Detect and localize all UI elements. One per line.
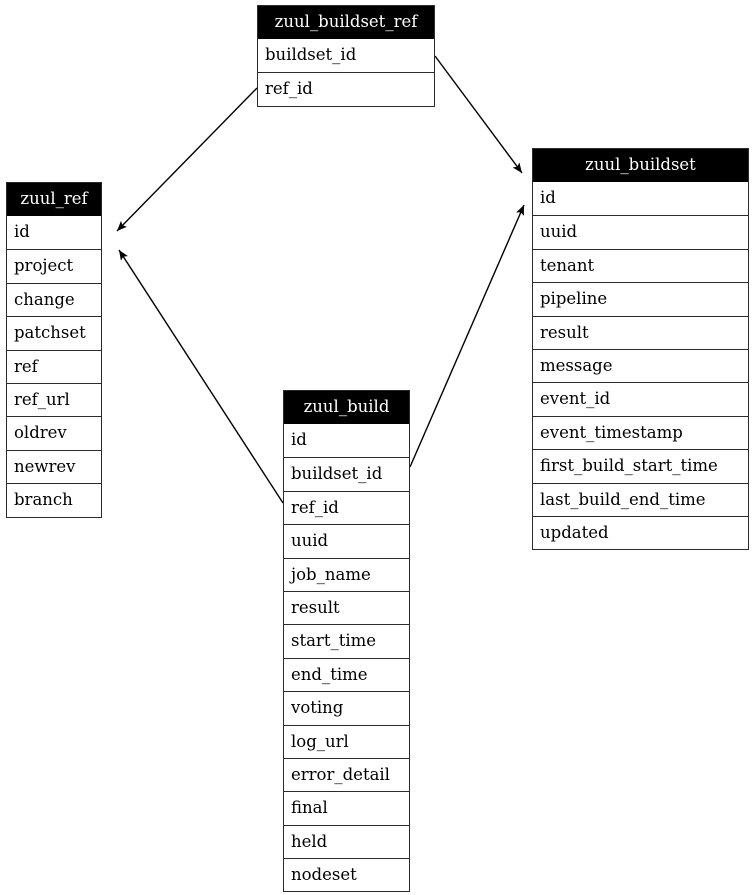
field-zuul-buildset-first-build-start-time[interactable]: first_build_start_time [533, 449, 748, 482]
field-zuul-buildset-event-timestamp[interactable]: event_timestamp [533, 415, 748, 449]
field-zuul-buildset-uuid[interactable]: uuid [533, 215, 748, 248]
entity-zuul-ref[interactable]: zuul_ref id project change patchset ref … [6, 182, 102, 518]
field-list-zuul-buildset-ref: buildset_id ref_id [258, 39, 434, 106]
field-zuul-build-held[interactable]: held [284, 824, 409, 858]
entity-title-zuul-build: zuul_build [284, 391, 409, 424]
field-zuul-buildset-pipeline[interactable]: pipeline [533, 282, 748, 315]
field-zuul-buildset-result[interactable]: result [533, 315, 748, 349]
edge-build-ref_id-to-zuul_ref-id [118, 249, 284, 504]
field-zuul-build-job-name[interactable]: job_name [284, 557, 409, 591]
field-zuul-buildset-ref-ref-id[interactable]: ref_id [258, 72, 434, 105]
field-zuul-ref-ref-url[interactable]: ref_url [7, 382, 101, 416]
field-zuul-buildset-ref-buildset-id[interactable]: buildset_id [265, 45, 357, 64]
field-zuul-ref-ref[interactable]: ref [7, 349, 101, 383]
field-zuul-buildset-message[interactable]: message [533, 348, 748, 382]
entity-title-zuul-buildset: zuul_buildset [533, 149, 748, 182]
entity-zuul-buildset-ref[interactable]: zuul_buildset_ref buildset_id ref_id [257, 5, 435, 107]
field-zuul-buildset-last-build-end-time[interactable]: last_build_end_time [533, 482, 748, 516]
edge-buildset_ref-buildset_id-to-zuul_buildset-id [434, 55, 523, 174]
field-zuul-buildset-event-id[interactable]: event_id [533, 382, 748, 415]
field-zuul-build-start-time[interactable]: start_time [284, 624, 409, 657]
field-list-zuul-ref: id project change patchset ref ref_url o… [7, 216, 101, 517]
entity-zuul-build[interactable]: zuul_build id buildset_id ref_id uuid jo… [283, 390, 410, 893]
field-zuul-buildset-tenant[interactable]: tenant [533, 248, 748, 282]
field-zuul-ref-patchset[interactable]: patchset [7, 316, 101, 349]
field-zuul-build-voting[interactable]: voting [284, 691, 409, 724]
entity-title-zuul-ref: zuul_ref [7, 183, 101, 216]
edge-build-buildset_id-to-zuul_buildset-id [409, 204, 525, 468]
field-zuul-ref-oldrev[interactable]: oldrev [7, 416, 101, 449]
field-zuul-buildset-updated[interactable]: updated [533, 515, 748, 549]
field-zuul-ref-newrev[interactable]: newrev [7, 449, 101, 483]
field-zuul-ref-branch[interactable]: branch [7, 483, 101, 516]
field-zuul-build-log-url[interactable]: log_url [284, 724, 409, 758]
field-zuul-ref-change[interactable]: change [7, 282, 101, 316]
entity-title-zuul-buildset-ref: zuul_buildset_ref [258, 6, 434, 39]
field-zuul-build-nodeset[interactable]: nodeset [284, 858, 409, 891]
field-zuul-build-result[interactable]: result [284, 590, 409, 624]
field-zuul-build-final[interactable]: final [284, 791, 409, 824]
field-zuul-build-buildset-id[interactable]: buildset_id [284, 457, 409, 490]
field-zuul-ref-project[interactable]: project [7, 249, 101, 282]
field-zuul-build-end-time[interactable]: end_time [284, 657, 409, 691]
field-list-zuul-buildset: id uuid tenant pipeline result message e… [533, 182, 748, 549]
entity-zuul-buildset[interactable]: zuul_buildset id uuid tenant pipeline re… [532, 148, 749, 551]
edge-buildset_ref-ref_id-to-zuul_ref-id [116, 87, 258, 232]
field-zuul-build-id[interactable]: id [291, 430, 307, 449]
field-zuul-buildset-id[interactable]: id [540, 188, 556, 207]
field-zuul-ref-id[interactable]: id [14, 222, 30, 241]
field-zuul-build-error-detail[interactable]: error_detail [284, 757, 409, 791]
field-zuul-build-ref-id[interactable]: ref_id [284, 490, 409, 524]
field-zuul-build-uuid[interactable]: uuid [284, 524, 409, 557]
field-list-zuul-build: id buildset_id ref_id uuid job_name resu… [284, 424, 409, 891]
